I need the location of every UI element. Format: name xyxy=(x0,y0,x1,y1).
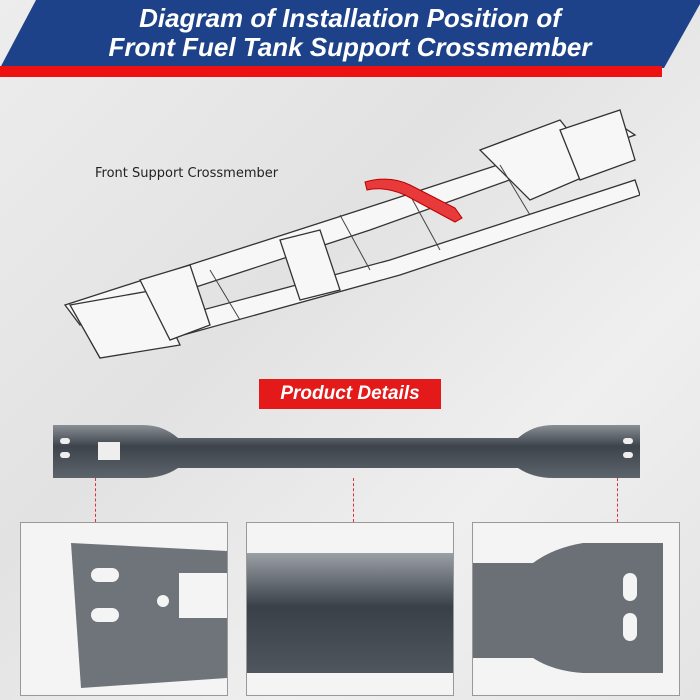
crossmember-callout-label: Front Support Crossmember xyxy=(95,166,279,181)
detail-photo-left-end xyxy=(20,522,228,696)
detail-photo-right-end xyxy=(472,522,680,696)
product-details-badge: Product Details xyxy=(259,379,441,409)
title-banner xyxy=(0,0,700,77)
callout-line-right xyxy=(617,478,618,522)
chassis-frame-diagram xyxy=(63,109,640,359)
callout-line-left xyxy=(95,478,96,522)
page-title: Diagram of Installation Position of Fron… xyxy=(0,4,700,62)
crossmember-product-photo xyxy=(53,425,640,478)
detail-photo-center-tube xyxy=(246,522,454,696)
title-line-2: Front Fuel Tank Support Crossmember xyxy=(108,32,592,62)
title-line-1: Diagram of Installation Position of xyxy=(139,3,561,33)
callout-line-center xyxy=(353,478,354,522)
